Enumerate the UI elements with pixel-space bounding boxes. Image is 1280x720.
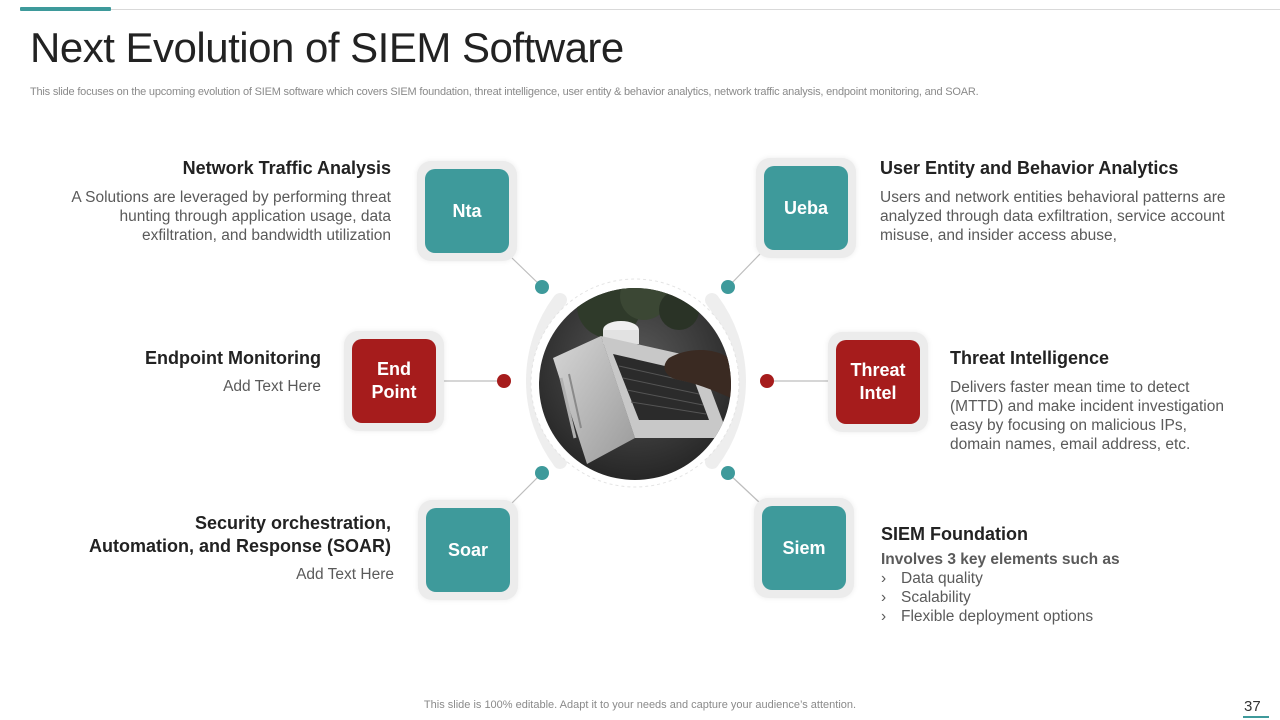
siem-tile: Siem xyxy=(762,506,846,590)
siem-heading: SIEM Foundation xyxy=(881,524,1028,544)
soar-tile-frame: Soar xyxy=(418,500,518,600)
ueba-description: Users and network entities behavioral pa… xyxy=(880,188,1250,245)
list-item-label: Scalability xyxy=(901,589,971,606)
nta-description: A Solutions are leveraged by performing … xyxy=(31,188,391,245)
slide-title: Next Evolution of SIEM Software xyxy=(30,24,624,71)
list-item: › Flexible deployment options xyxy=(881,607,1093,626)
threat-description-line: Delivers faster mean time to detect xyxy=(950,379,1190,396)
dot-threat xyxy=(760,374,774,388)
soar-heading-line: Automation, and Response (SOAR) xyxy=(88,536,391,556)
list-item-label: Flexible deployment options xyxy=(901,608,1094,625)
endpoint-description: Add Text Here xyxy=(223,378,321,395)
endpoint-tile-line: Point xyxy=(371,382,417,402)
list-item-label: Data quality xyxy=(901,570,983,587)
ueba-description-line: Users and network entities behavioral pa… xyxy=(880,189,1226,206)
list-item: › Scalability xyxy=(881,588,1093,607)
dot-nta xyxy=(535,280,549,294)
ueba-description-line: misuse, and insider access abuse, xyxy=(880,227,1117,244)
endpoint-tile: End Point xyxy=(352,339,436,423)
ueba-description-line: analyzed through data exfiltration, serv… xyxy=(880,208,1225,225)
siem-intro: Involves 3 key elements such as xyxy=(881,551,1120,568)
page-number-underline xyxy=(1243,716,1269,718)
dot-soar xyxy=(535,466,549,480)
footer-note: This slide is 100% editable. Adapt it to… xyxy=(423,699,857,711)
bullet-chevron-icon: › xyxy=(881,589,887,606)
dot-siem xyxy=(721,466,735,480)
connector-siem xyxy=(727,472,761,504)
endpoint-heading: Endpoint Monitoring xyxy=(145,348,321,368)
page-number: 37 xyxy=(1244,698,1261,715)
nta-description-line: exfiltration, and bandwidth utilization xyxy=(141,227,391,244)
siem-tile-frame: Siem xyxy=(754,498,854,598)
slide-subtitle: This slide focuses on the upcoming evolu… xyxy=(30,86,979,98)
bullet-chevron-icon: › xyxy=(881,570,887,587)
threat-tile-line: Intel xyxy=(859,383,897,403)
ueba-tile-frame: Ueba xyxy=(756,158,856,258)
nta-tile: Nta xyxy=(425,169,509,253)
dot-ueba xyxy=(721,280,735,294)
endpoint-tile-line: End xyxy=(377,359,411,379)
soar-heading-line: Security orchestration, xyxy=(194,513,391,533)
threat-tile-frame: Threat Intel xyxy=(828,332,928,432)
nta-description-line: A Solutions are leveraged by performing … xyxy=(71,189,391,206)
threat-description: Delivers faster mean time to detect (MTT… xyxy=(950,378,1260,454)
threat-description-line: easy by focusing on malicious IPs, xyxy=(950,417,1187,434)
dot-endpoint xyxy=(497,374,511,388)
nta-description-line: hunting through application usage, data xyxy=(119,208,391,225)
soar-heading: Security orchestration, Automation, and … xyxy=(89,512,391,558)
nta-heading: Network Traffic Analysis xyxy=(182,158,391,178)
bullet-chevron-icon: › xyxy=(881,608,887,625)
soar-description: Add Text Here xyxy=(296,566,394,583)
top-accent-bar xyxy=(20,7,111,11)
siem-bullet-list: › Data quality › Scalability › Flexible dep… xyxy=(881,569,1093,626)
ueba-heading: User Entity and Behavior Analytics xyxy=(880,158,1179,178)
nta-tile-frame: Nta xyxy=(417,161,517,261)
connector-ueba xyxy=(727,253,761,288)
threat-description-line: (MTTD) and make incident investigation xyxy=(950,398,1224,415)
threat-tile: Threat Intel xyxy=(836,340,920,424)
threat-tile-line: Threat xyxy=(850,360,906,380)
laptop-photo xyxy=(539,288,731,480)
top-rule xyxy=(20,9,1280,10)
threat-heading: Threat Intelligence xyxy=(950,348,1110,368)
connector-soar xyxy=(511,472,543,504)
soar-tile: Soar xyxy=(426,508,510,592)
ueba-tile: Ueba xyxy=(764,166,848,250)
threat-description-line: domain names, email address, etc. xyxy=(950,436,1191,453)
list-item: › Data quality xyxy=(881,569,1093,588)
endpoint-tile-frame: End Point xyxy=(344,331,444,431)
